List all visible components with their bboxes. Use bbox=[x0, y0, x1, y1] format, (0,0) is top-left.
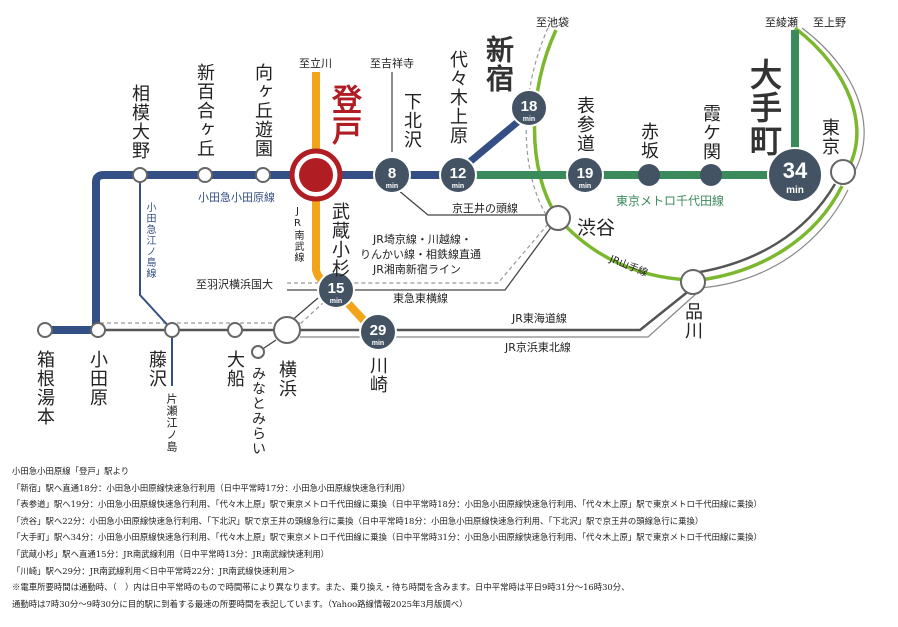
station-shinagawa[interactable] bbox=[680, 269, 706, 295]
tokyu-toyoko-line bbox=[345, 225, 553, 291]
direction-tachikawa: 至立川 bbox=[299, 57, 332, 70]
label-kawasaki: 川崎 bbox=[367, 356, 388, 394]
time-node-kawasaki[interactable]: 29 min bbox=[359, 313, 397, 351]
footnotes: 小田急小田原線「登戸」駅より 「新宿」駅へ直通18分：小田急小田原線快速急行利用… bbox=[12, 463, 892, 612]
label-shimokitazawa: 下北沢 bbox=[401, 92, 422, 149]
label-noborito: 登戸 bbox=[326, 84, 361, 146]
station-yokohama[interactable] bbox=[273, 316, 301, 344]
station-odawara[interactable] bbox=[90, 322, 106, 338]
note-line: 「渋谷」駅へ22分：小田急小田原線快速急行利用、「下北沢」駅で京王井の頭線急行に… bbox=[12, 515, 704, 526]
svg-text:min: min bbox=[386, 183, 398, 190]
note-line: 「表参道」駅へ19分：小田急小田原線快速急行利用、「代々木上原」駅で東京メトロ千… bbox=[12, 499, 762, 510]
note-line: 「大手町」駅へ34分：小田急小田原線快速急行利用、「代々木上原」駅で東京メトロ千… bbox=[12, 532, 762, 543]
note-line: 通勤時は7時30分〜9時30分に目的駅に到着する最速の所要時間を表記しています。… bbox=[12, 598, 468, 609]
svg-text:min: min bbox=[372, 340, 384, 347]
station-hakone-yumoto[interactable] bbox=[37, 322, 53, 338]
direction-ayase: 至綾瀬 bbox=[765, 16, 798, 29]
line-label-saikyo-1: JR埼京線・川越線・ bbox=[373, 233, 472, 246]
svg-text:8: 8 bbox=[388, 165, 396, 182]
line-label-odakyu-enoshima: 小田急江ノ島線 bbox=[144, 202, 155, 279]
direction-ueno: 至上野 bbox=[813, 16, 846, 29]
direction-kichijoji: 至吉祥寺 bbox=[370, 57, 414, 70]
time-node-otemachi[interactable]: 34 min bbox=[767, 147, 823, 203]
station-shinyurigaoka[interactable] bbox=[197, 167, 213, 183]
line-label-jr-nambu: JR南武線 bbox=[292, 206, 303, 263]
time-node-shinjuku[interactable]: 18 min bbox=[510, 89, 548, 127]
note-line: 小田急小田原線「登戸」駅より bbox=[12, 466, 130, 476]
svg-text:15: 15 bbox=[328, 280, 345, 297]
station-sagami-ono[interactable] bbox=[132, 167, 148, 183]
station-minatomirai[interactable] bbox=[251, 345, 265, 359]
keihin-tohoku-line bbox=[300, 291, 699, 338]
label-mukogaoka-yuen: 向ヶ丘遊園 bbox=[252, 63, 273, 158]
svg-text:19: 19 bbox=[577, 165, 594, 182]
label-minatomirai: みなとみらい bbox=[250, 366, 266, 456]
station-tokyo[interactable] bbox=[830, 159, 856, 185]
label-otemachi: 大手町 bbox=[745, 58, 783, 157]
label-kasumigaseki: 霞ケ関 bbox=[700, 104, 721, 161]
label-akasaka: 赤坂 bbox=[638, 122, 659, 160]
saikyo-line bbox=[345, 223, 549, 284]
label-fujisawa: 藤沢 bbox=[146, 350, 167, 388]
svg-text:18: 18 bbox=[521, 98, 538, 115]
time-node-yoyogi-uehara[interactable]: 12 min bbox=[439, 156, 477, 194]
label-omotesando: 表参道 bbox=[574, 96, 595, 153]
route-map: 8 min 12 min 18 min 19 min 34 min 15 min… bbox=[37, 26, 865, 386]
line-label-keio-inokashira: 京王井の頭線 bbox=[452, 202, 518, 215]
time-node-omotesando[interactable]: 19 min bbox=[566, 156, 604, 194]
line-label-keihin-tohoku: JR京浜東北線 bbox=[505, 341, 571, 354]
svg-text:min: min bbox=[452, 183, 464, 190]
label-sagami-ono: 相模大野 bbox=[129, 84, 150, 160]
svg-text:min: min bbox=[786, 185, 804, 196]
label-shinjuku: 新宿 bbox=[482, 35, 515, 93]
time-node-shimokitazawa[interactable]: 8 min bbox=[373, 156, 411, 194]
label-hakone-yumoto: 箱根湯本 bbox=[34, 350, 55, 426]
svg-text:min: min bbox=[523, 116, 535, 123]
station-shibuya[interactable] bbox=[545, 205, 571, 231]
line-label-saikyo-2: りんかい線・相鉄線直通 bbox=[360, 248, 481, 261]
label-shinyurigaoka: 新百合ヶ丘 bbox=[194, 63, 215, 158]
note-line: 「新宿」駅へ直通18分：小田急小田原線快速急行利用（日中平常時17分：小田急小田… bbox=[12, 482, 411, 493]
note-line: 「武蔵小杉」駅へ直通15分：JR南武線利用（日中平常時13分：JR南武線快速利用… bbox=[12, 548, 330, 559]
svg-text:34: 34 bbox=[783, 158, 808, 183]
svg-text:min: min bbox=[330, 298, 342, 305]
note-line: 「川崎」駅へ29分：JR南武線利用＜日中平常時22分：JR南武線快速利用＞ bbox=[12, 565, 296, 576]
label-tokyo: 東京 bbox=[819, 118, 840, 156]
station-ofuna[interactable] bbox=[227, 322, 243, 338]
svg-text:12: 12 bbox=[450, 165, 467, 182]
svg-text:min: min bbox=[579, 183, 591, 190]
direction-ikebukuro: 至池袋 bbox=[536, 16, 569, 29]
svg-text:29: 29 bbox=[370, 322, 387, 339]
label-katase-enoshima: 片瀬江ノ島 bbox=[165, 393, 178, 453]
line-label-chiyoda: 東京メトロ千代田線 bbox=[616, 194, 725, 208]
label-yoyogi-uehara: 代々木上原 bbox=[447, 50, 468, 145]
line-label-saikyo-3: JR湘南新宿ライン bbox=[373, 263, 461, 276]
station-fujisawa[interactable] bbox=[164, 322, 180, 338]
odakyu-enoshima-line bbox=[139, 175, 173, 386]
yamanote-line bbox=[525, 26, 865, 289]
station-mukogaoka-yuen[interactable] bbox=[255, 167, 271, 183]
note-line: ※電車所要時間は通勤時、（ ）内は日中平常時のもので時間帯により異なります。また… bbox=[12, 582, 630, 593]
odakyu-odawara-line bbox=[45, 171, 450, 334]
station-kasumigaseki[interactable] bbox=[700, 164, 722, 186]
time-node-musashi-kosugi[interactable]: 15 min bbox=[317, 271, 355, 309]
label-yokohama: 横浜 bbox=[276, 360, 297, 398]
label-odawara: 小田原 bbox=[87, 350, 108, 407]
station-akasaka[interactable] bbox=[638, 164, 660, 186]
line-label-odakyu-odawara: 小田急小田原線 bbox=[198, 191, 275, 204]
label-shinagawa: 品川 bbox=[682, 302, 703, 340]
line-label-tokyu-toyoko: 東急東横線 bbox=[393, 292, 448, 305]
label-shibuya: 渋谷 bbox=[577, 217, 616, 239]
label-musashi-kosugi: 武蔵小杉 bbox=[329, 202, 350, 278]
label-ofuna: 大船 bbox=[224, 350, 245, 388]
direction-hazawa: 至羽沢横浜国大 bbox=[196, 278, 273, 291]
line-label-tokaido: JR東海道線 bbox=[512, 312, 567, 325]
